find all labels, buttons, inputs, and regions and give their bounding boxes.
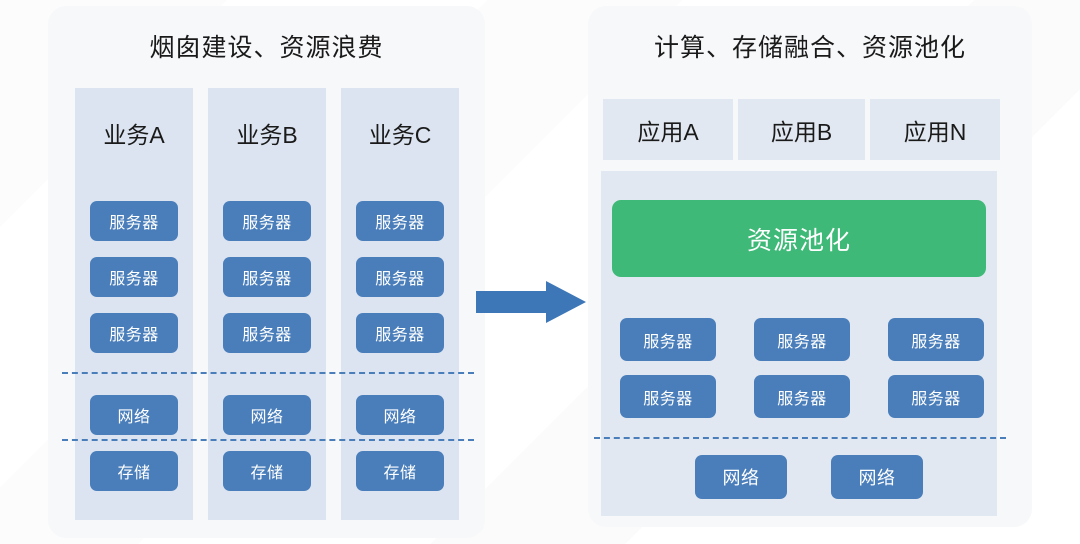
- business-column-b-title: 业务B: [236, 122, 298, 148]
- storage-box: 存储: [223, 451, 311, 491]
- business-column-c: 业务C 服务器 服务器 服务器 网络 存储: [341, 88, 459, 520]
- network-box: 网络: [695, 455, 787, 499]
- network-box: 网络: [356, 395, 444, 435]
- business-column-a-title: 业务A: [103, 122, 165, 148]
- server-box: 服务器: [90, 201, 178, 241]
- server-box: 服务器: [356, 257, 444, 297]
- server-box: 服务器: [754, 375, 850, 418]
- server-box: 服务器: [754, 318, 850, 361]
- network-storage-divider: [62, 439, 474, 441]
- server-box: 服务器: [620, 318, 716, 361]
- network-box: 网络: [90, 395, 178, 435]
- network-box: 网络: [223, 395, 311, 435]
- storage-box: 存储: [90, 451, 178, 491]
- compute-network-divider: [62, 372, 474, 374]
- compute-network-divider: [594, 437, 1006, 439]
- server-box: 服务器: [888, 318, 984, 361]
- server-box: 服务器: [90, 313, 178, 353]
- arrow-right-icon: [476, 281, 586, 323]
- business-column-c-title: 业务C: [368, 122, 432, 148]
- business-column-b: 业务B 服务器 服务器 服务器 网络 存储: [208, 88, 326, 520]
- server-box: 服务器: [90, 257, 178, 297]
- right-panel-title: 计算、存储融合、资源池化: [653, 34, 966, 62]
- application-box-b: 应用B: [738, 99, 865, 160]
- left-panel-title: 烟囱建设、资源浪费: [149, 34, 384, 62]
- resource-pool-bar: 资源池化: [612, 200, 986, 277]
- storage-box: 存储: [356, 451, 444, 491]
- application-box-n: 应用N: [870, 99, 1000, 160]
- server-box: 服务器: [620, 375, 716, 418]
- server-box: 服务器: [356, 201, 444, 241]
- network-box: 网络: [831, 455, 923, 499]
- server-box: 服务器: [223, 201, 311, 241]
- application-box-a: 应用A: [603, 99, 733, 160]
- server-box: 服务器: [356, 313, 444, 353]
- server-box: 服务器: [223, 257, 311, 297]
- server-box: 服务器: [223, 313, 311, 353]
- server-box: 服务器: [888, 375, 984, 418]
- business-column-a: 业务A 服务器 服务器 服务器 网络 存储: [75, 88, 193, 520]
